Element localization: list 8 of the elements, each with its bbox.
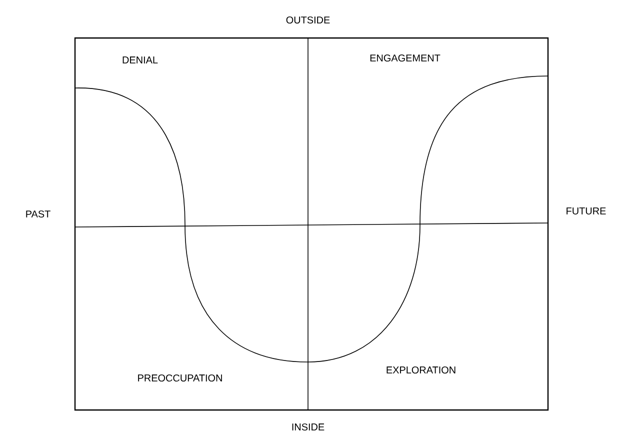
- quadrant-label: PREOCCUPATION: [138, 374, 222, 382]
- axis-label: INSIDE: [292, 423, 324, 431]
- quadrant-label: DENIAL: [122, 56, 158, 64]
- axis-label: OUTSIDE: [286, 16, 330, 24]
- axis-label: PAST: [26, 210, 50, 218]
- axis-label: FUTURE: [566, 208, 606, 214]
- quadrant-label: EXPLORATION: [386, 366, 456, 374]
- quadrant-label: ENGAGEMENT: [370, 54, 440, 62]
